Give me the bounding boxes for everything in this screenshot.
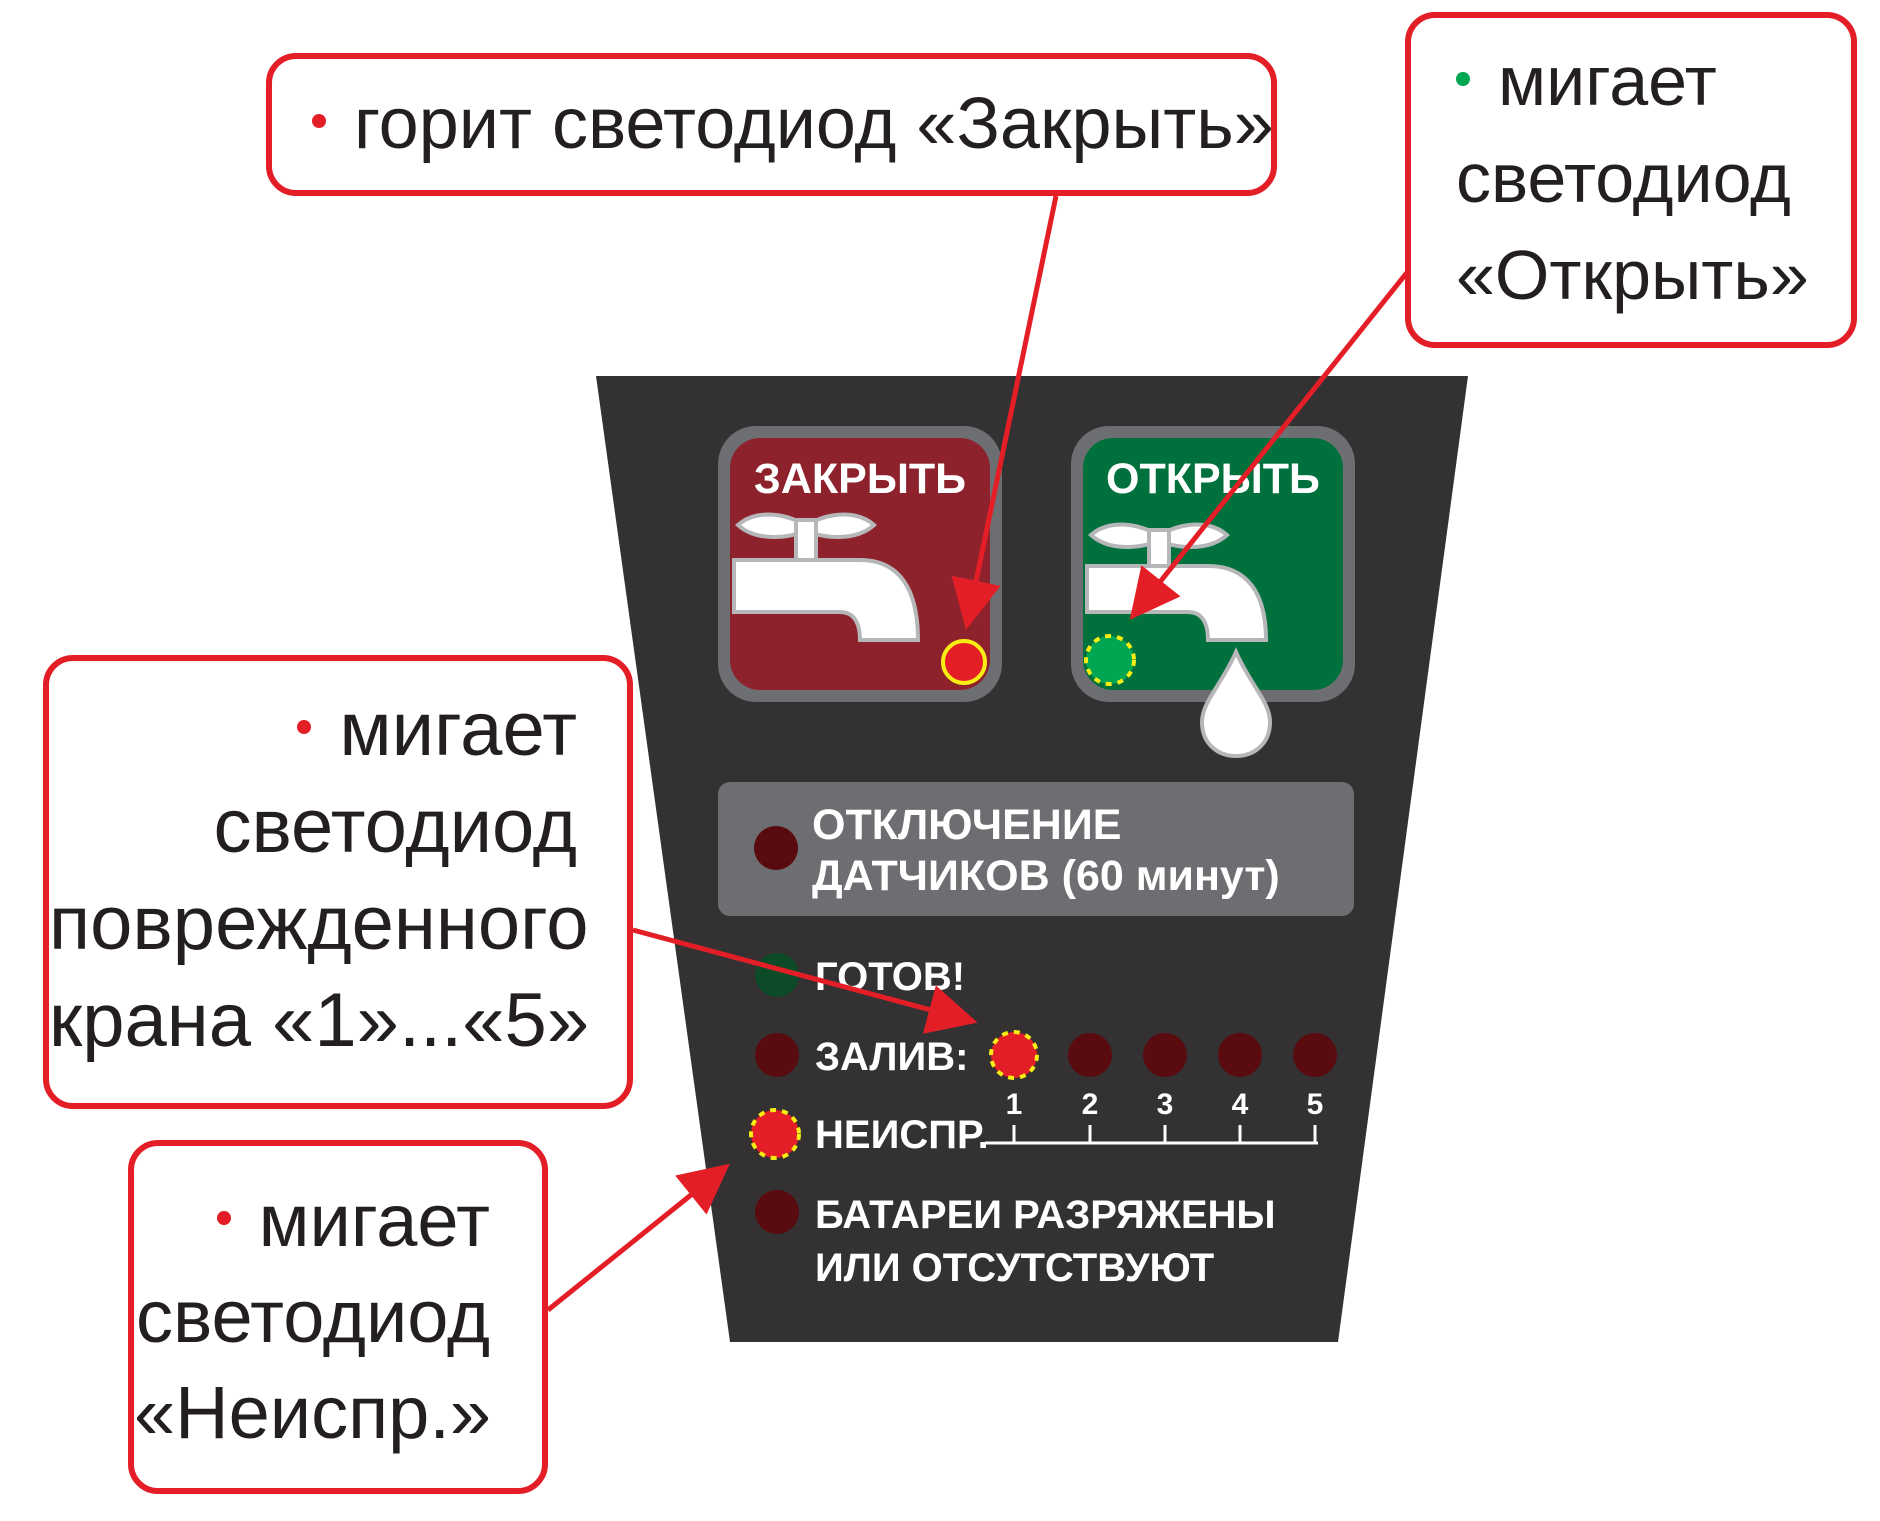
callout-fault-led: мигает светодиод «Неиспр.» xyxy=(128,1140,548,1494)
arrow-open xyxy=(1129,268,1411,620)
flood-channel-2-led xyxy=(1068,1033,1112,1077)
channel-scale xyxy=(985,1125,1318,1145)
flood-channel-3-label: 3 xyxy=(1157,1088,1174,1121)
callout-fault-line-1: мигает xyxy=(134,1173,490,1269)
flood-label: ЗАЛИВ: xyxy=(815,1035,968,1079)
fault-indicator: НЕИСПР. xyxy=(749,1108,989,1160)
sensor-disable-led xyxy=(754,826,798,870)
ready-label: ГОТОВ! xyxy=(815,955,965,999)
callout-open-text-1: мигает xyxy=(1498,42,1717,120)
flood-channel-5-label: 5 xyxy=(1307,1088,1324,1121)
close-button-label: ЗАКРЫТЬ xyxy=(754,455,966,503)
flood-channel-3-led xyxy=(1143,1033,1187,1077)
sensor-disable-line2: ДАТЧИКОВ (60 минут) xyxy=(812,852,1280,900)
callout-leak-text-1: мигает xyxy=(339,687,577,772)
callout-leak-led: мигает светодиод поврежденного крана «1»… xyxy=(43,655,633,1109)
callout-open-text-3: «Открыть» xyxy=(1456,236,1809,314)
flood-channel-4-label: 4 xyxy=(1232,1088,1249,1121)
arrow-close xyxy=(951,195,1059,630)
flood-led xyxy=(755,1033,799,1077)
callout-leak-text-4: крана «1»...«5» xyxy=(49,978,590,1063)
callout-fault-text-1: мигает xyxy=(258,1179,490,1262)
callout-open-led: мигает светодиод «Открыть» xyxy=(1405,12,1857,348)
close-button[interactable]: ЗАКРЫТЬ xyxy=(718,426,1002,702)
fault-label: НЕИСПР. xyxy=(815,1113,989,1157)
callout-open-text-2: светодиод xyxy=(1456,139,1791,217)
callout-close-line-1: горит светодиод «Закрыть» xyxy=(312,59,1274,190)
callout-open-line-1: мигает xyxy=(1456,33,1851,130)
flood-channel-5-led xyxy=(1293,1033,1337,1077)
callout-close-text: горит светодиод «Закрыть» xyxy=(354,84,1274,164)
flood-channel-1-led xyxy=(989,1030,1039,1080)
callout-fault-text-2: светодиод xyxy=(136,1275,490,1358)
flood-channel-4-led xyxy=(1218,1033,1262,1077)
arrow-fault xyxy=(546,1163,730,1312)
battery-led xyxy=(755,1190,799,1234)
callout-fault-text-3: «Неиспр.» xyxy=(134,1371,492,1454)
battery-line2: ИЛИ ОТСУТСТВУЮТ xyxy=(815,1246,1214,1290)
callout-leak-text-2: светодиод xyxy=(213,784,577,869)
bullet-icon xyxy=(216,1211,231,1226)
flood-channel-2-label: 2 xyxy=(1082,1088,1099,1121)
faucet-icon xyxy=(732,512,921,642)
sensor-disable-button[interactable]: ОТКЛЮЧЕНИЕ ДАТЧИКОВ (60 минут) xyxy=(718,782,1354,916)
battery-indicator: БАТАРЕИ РАЗРЯЖЕНЫ ИЛИ ОТСУТСТВУЮТ xyxy=(755,1190,1276,1290)
bullet-icon xyxy=(1456,71,1470,86)
arrow-leak xyxy=(632,927,978,1034)
bullet-icon xyxy=(297,719,312,734)
callout-leak-line-1: мигает xyxy=(49,681,577,778)
bullet-icon xyxy=(312,113,326,128)
close-led xyxy=(941,639,987,685)
sensor-disable-line1: ОТКЛЮЧЕНИЕ xyxy=(812,801,1121,849)
open-led xyxy=(1084,634,1136,686)
battery-line1: БАТАРЕИ РАЗРЯЖЕНЫ xyxy=(815,1193,1276,1237)
callout-arrows xyxy=(546,195,1411,1312)
flood-indicator: ЗАЛИВ: 1 2 3 4 5 xyxy=(755,1030,1337,1145)
callout-leak-text-3: поврежденного xyxy=(49,881,589,966)
open-button-label: ОТКРЫТЬ xyxy=(1106,455,1320,503)
flood-channel-1-label: 1 xyxy=(1006,1088,1023,1121)
callout-close-led: горит светодиод «Закрыть» xyxy=(266,53,1277,196)
fault-led xyxy=(749,1108,801,1160)
